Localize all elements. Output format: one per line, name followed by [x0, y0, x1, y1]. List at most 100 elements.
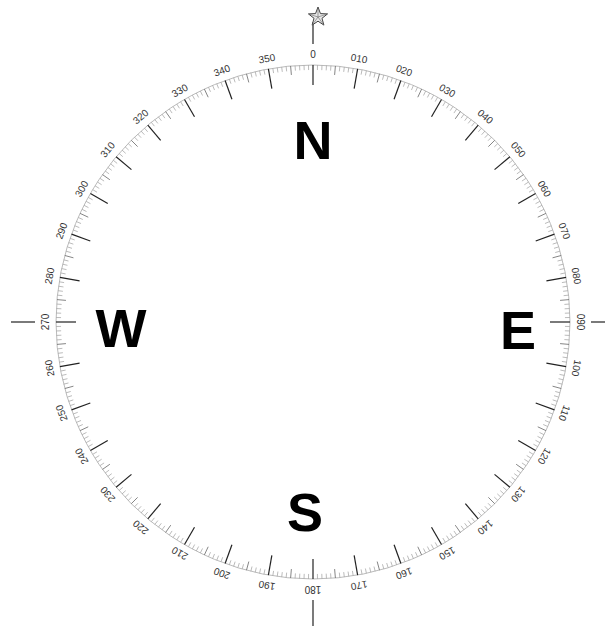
tick-mark [539, 432, 543, 434]
tick-mark [435, 97, 437, 101]
tick-mark [536, 440, 540, 442]
tick-mark [158, 523, 161, 527]
tick-mark [188, 542, 190, 546]
tick-mark [411, 85, 413, 90]
degree-label: 100 [570, 359, 583, 377]
tick-mark [339, 66, 341, 71]
tick-mark [213, 554, 215, 559]
tick-mark [403, 557, 405, 562]
degree-label: 040 [475, 108, 494, 126]
tick-mark [503, 487, 507, 490]
tick-mark [90, 441, 107, 451]
tick-mark [138, 506, 141, 510]
tick-mark [67, 247, 72, 248]
tick-mark [134, 137, 137, 141]
tick-mark [97, 182, 101, 185]
cardinal-letter: N [294, 113, 333, 167]
tick-mark [80, 427, 88, 431]
cardinal-lines [11, 22, 605, 626]
degree-label: 260 [44, 359, 57, 377]
tick-mark [60, 277, 80, 280]
tick-mark [558, 383, 563, 384]
tick-mark [321, 574, 322, 579]
tick-mark [447, 104, 450, 108]
tick-mark [565, 335, 570, 336]
tick-mark [538, 427, 546, 431]
tick-mark [268, 555, 271, 575]
tick-mark [155, 521, 158, 525]
tick-mark [352, 571, 354, 576]
tick-mark [70, 404, 75, 406]
tick-mark [60, 363, 80, 366]
tick-mark [522, 178, 526, 181]
tick-mark [494, 143, 498, 146]
tick-mark [82, 209, 86, 211]
tick-mark [447, 536, 450, 540]
tick-mark [299, 65, 300, 70]
tick-mark [125, 147, 129, 150]
degree-label: 050 [508, 141, 526, 160]
tick-mark [59, 281, 64, 283]
tick-mark [524, 459, 528, 462]
tick-mark [192, 545, 194, 549]
tick-mark [204, 547, 208, 555]
tick-mark [509, 160, 513, 163]
tick-mark [564, 348, 569, 350]
tick-mark [518, 441, 535, 451]
tick-mark [551, 238, 556, 240]
tick-mark [443, 102, 446, 106]
tick-mark [234, 78, 236, 83]
tick-mark [57, 295, 62, 297]
tick-mark [251, 73, 252, 78]
tick-mark [326, 574, 327, 579]
tick-mark [95, 186, 99, 189]
tick-mark [545, 420, 550, 422]
tick-mark [295, 573, 296, 578]
tick-mark [56, 326, 61, 327]
tick-mark [272, 571, 274, 576]
tick-mark [465, 117, 468, 121]
tick-mark [151, 122, 154, 126]
degree-label: 010 [350, 53, 368, 66]
tick-mark [559, 264, 564, 265]
tick-mark [485, 134, 488, 138]
tick-mark [432, 527, 442, 544]
tick-mark [185, 527, 195, 544]
tick-mark [565, 313, 570, 314]
tick-mark [229, 560, 231, 565]
tick-mark [472, 122, 475, 126]
tick-mark [69, 243, 74, 245]
tick-mark [550, 321, 570, 322]
tick-mark [100, 178, 104, 181]
tick-mark [565, 326, 570, 327]
tick-mark [71, 234, 90, 241]
tick-mark [415, 87, 417, 92]
degree-label: 200 [212, 565, 231, 580]
tick-mark [555, 251, 560, 252]
tick-mark [62, 269, 67, 270]
tick-mark [116, 474, 131, 487]
tick-mark [512, 477, 516, 480]
tick-mark [181, 538, 184, 542]
degree-label: 210 [170, 545, 189, 562]
tick-mark [56, 308, 61, 309]
tick-mark [427, 93, 429, 97]
tick-mark [559, 374, 564, 375]
tick-mark [450, 533, 453, 537]
tick-mark [387, 563, 388, 568]
tick-mark [229, 79, 231, 84]
tick-mark [263, 569, 265, 574]
tick-mark [554, 247, 559, 248]
tick-mark [553, 255, 562, 257]
tick-mark [57, 343, 66, 345]
tick-mark [565, 317, 570, 318]
tick-mark [67, 396, 72, 397]
tick-mark [560, 343, 569, 345]
tick-mark [418, 89, 422, 97]
tick-mark [524, 182, 528, 185]
tick-mark [59, 357, 64, 359]
tick-mark [78, 424, 83, 426]
tick-mark [304, 65, 305, 70]
tick-mark [423, 548, 425, 552]
star-ray [312, 17, 318, 25]
